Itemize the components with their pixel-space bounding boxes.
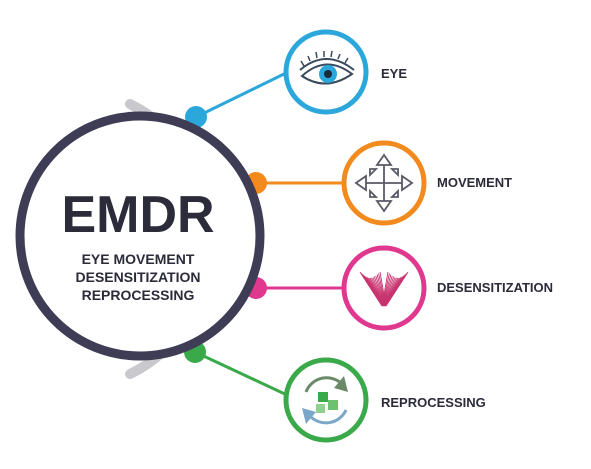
converging-line [382,274,392,307]
four-way-arrows-icon [354,153,414,213]
converging-line [371,277,385,307]
connector-reprocessing [194,350,288,397]
center-title: EMDR [61,186,214,244]
converging-line [381,271,389,307]
converging-line [383,277,397,307]
center-ring [15,111,265,361]
desensitization-circle [341,245,427,331]
label-movement: MOVEMENT [437,175,512,190]
label-reprocessing: REPROCESSING [381,395,486,410]
label-desensitization: DESENSITIZATION [437,280,553,295]
label-eye: EYE [381,66,407,81]
converging-lines-icon [359,271,409,307]
connector-eye [195,71,287,119]
converging-line [378,273,387,307]
center-line-2: DESENSITIZATION [76,269,201,285]
center-line-1: EYE MOVEMENT [82,251,195,267]
center-line-3: REPROCESSING [82,287,195,303]
eye-icon [299,50,355,85]
converging-line [379,271,387,307]
recycle-arrows-icon [302,376,348,425]
converging-line [381,273,390,307]
